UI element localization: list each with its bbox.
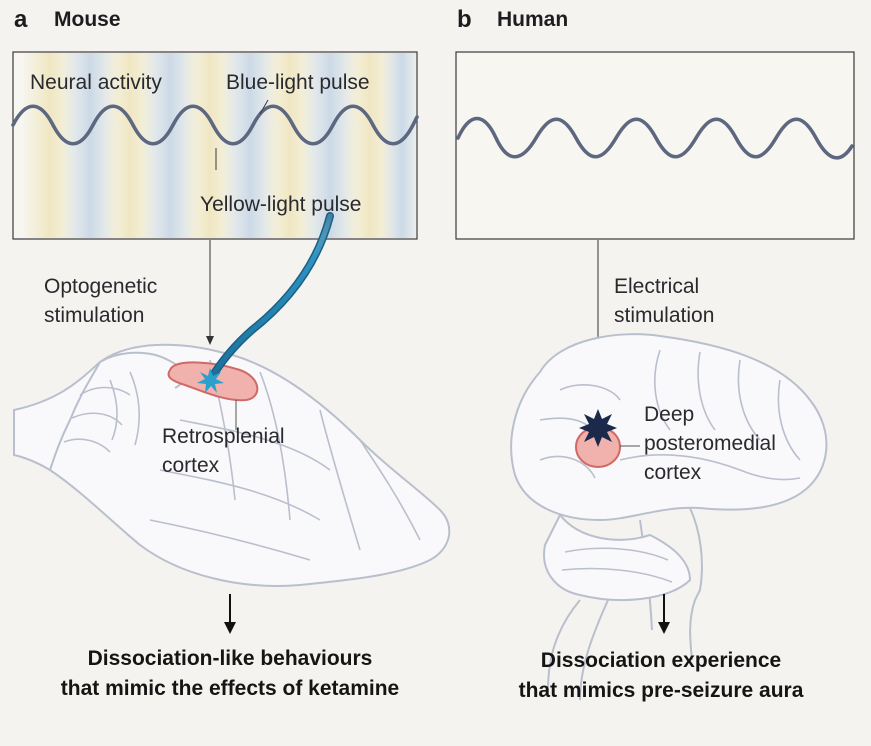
human-outcome-line-2: that mimics pre-seizure aura [518, 679, 804, 702]
panel-b-letter: b [457, 6, 472, 33]
mouse-outcome-arrow [224, 594, 236, 634]
light-pulse-bands [22, 53, 416, 238]
human-outcome-line-1: Dissociation experience [540, 649, 782, 672]
mouse-wave-box [11, 51, 419, 240]
optogenetic-stimulation-label: Optogenetic stimulation [44, 272, 157, 330]
posteromedial-line-2: posteromedial [644, 432, 776, 455]
human-stimulation-star [579, 409, 617, 447]
neural-activity-label: Neural activity [30, 71, 162, 94]
human-wave-box [455, 51, 855, 240]
retrosplenial-line-2: cortex [162, 454, 220, 477]
posteromedial-line-3: cortex [644, 461, 702, 484]
retrosplenial-line-1: Retrosplenial [162, 425, 285, 448]
mouse-brain [13, 343, 451, 587]
optogenetic-line-2: stimulation [44, 304, 145, 327]
mouse-outcome-line-2: that mimic the effects of ketamine [60, 677, 400, 700]
mouse-stimulation-star [197, 368, 224, 393]
posteromedial-cortex-label: Deep posteromedial cortex [644, 400, 776, 487]
human-outcome-text: Dissociation experience that mimics pre-… [456, 646, 866, 706]
mouse-outcome-text: Dissociation-like behaviours that mimic … [10, 644, 450, 704]
panel-b-title: Human [497, 8, 569, 31]
electrical-line-1: Electrical [614, 275, 700, 298]
posteromedial-line-1: Deep [644, 403, 695, 426]
panel-a-letter: a [14, 6, 28, 33]
neural-activity-wave [11, 104, 419, 146]
blue-light-pulse-label: Blue-light pulse [226, 71, 370, 94]
electrical-line-2: stimulation [614, 304, 715, 327]
electrical-wave [456, 116, 854, 160]
mouse-outcome-line-1: Dissociation-like behaviours [87, 647, 373, 670]
panel-a-title: Mouse [54, 8, 121, 31]
human-outcome-arrow [658, 594, 670, 634]
optogenetic-line-1: Optogenetic [44, 275, 158, 298]
electrical-stimulation-label: Electrical stimulation [614, 272, 714, 330]
optogenetic-arrow [206, 240, 214, 345]
yellow-light-pulse-label: Yellow-light pulse [200, 193, 362, 216]
human-brain [510, 333, 828, 701]
retrosplenial-cortex-label: Retrosplenial cortex [162, 422, 285, 480]
